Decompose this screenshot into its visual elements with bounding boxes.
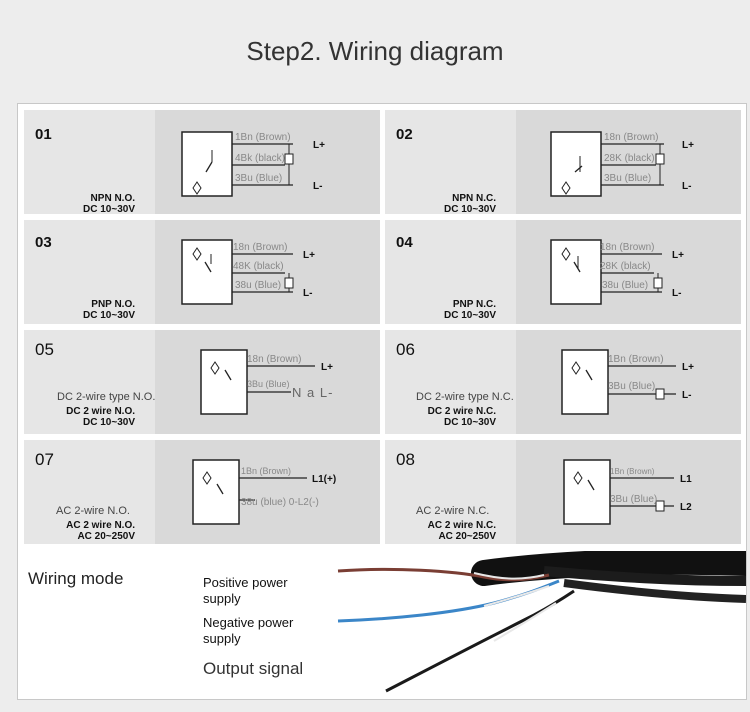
cell-number: 07 <box>35 450 54 469</box>
terminal-label-1: L+ <box>672 250 684 261</box>
diagram-svg: 18n (Brown) 3Bu (Blue) L+ N a L- <box>200 349 333 415</box>
legend-positive: Positive power supply <box>203 575 288 606</box>
blue-wire-strip <box>483 585 550 607</box>
wire-label-3: 38u (Blue) <box>235 280 281 291</box>
cell-type-label: PNP N.O.DC 10~30V <box>83 299 135 321</box>
cell-number: 02 <box>396 126 413 143</box>
terminal-label-2: L- <box>682 390 691 401</box>
page-title: Step2. Wiring diagram <box>246 36 504 66</box>
wire-label-1: 18n (Brown) <box>600 242 654 253</box>
wire-label-3: 3Bu (Blue) <box>604 173 651 184</box>
wire-label-2: 48K (black) <box>233 261 284 272</box>
wire-label-2: 3Bu (Blue) <box>247 379 290 389</box>
terminal-label-2: L- <box>682 181 691 192</box>
terminal-label-2: L- <box>303 288 312 299</box>
cell-08: 08 AC 2-wire N.C. AC 2 wire N.C.AC 20~25… <box>385 440 741 544</box>
cell-type-label: PNP N.C.DC 10~30V <box>444 299 496 321</box>
wire-label-1: 1Bn (Brown) <box>235 132 291 143</box>
legend-output: Output signal <box>203 659 304 678</box>
legend-negative: Negative power supply <box>203 615 294 646</box>
black-wire-strip <box>493 602 557 642</box>
cell-number: 03 <box>35 234 52 251</box>
cell-type-label: NPN N.O.DC 10~30V <box>83 193 135 215</box>
diagram-svg: 1Bn (Brown) 4Bk (black) 3Bu (Blue) L+ L- <box>181 131 325 197</box>
cell-subtitle: AC 2-wire N.O. <box>56 505 130 517</box>
terminal-label-1: L+ <box>682 362 694 373</box>
blue-wire <box>337 579 560 623</box>
cell-06: 06 DC 2-wire type N.C. DC 2 wire N.C.DC … <box>385 330 741 434</box>
wiring-mode-section: Wiring mode Positive power supply Negati… <box>18 547 746 699</box>
terminal-label-1: L+ <box>313 140 325 151</box>
diagram-svg: 18n (Brown) 48K (black) 38u (Blue) L+ L- <box>181 239 315 305</box>
extra-label: N a L- <box>292 385 333 400</box>
diagram-svg: 1Bn (Brown) 3Bu (Blue) L+ L- <box>561 349 694 415</box>
diagram-svg: 1Bn (Brown) 38u (blue) 0-L2(-) L1(+) <box>192 459 336 525</box>
wiring-mode-title: Wiring mode <box>28 569 124 588</box>
cell-number: 04 <box>396 234 413 251</box>
cell-type-label: DC 2 wire N.O.DC 10~30V <box>66 406 135 428</box>
cell-number: 01 <box>35 126 52 143</box>
diagram-svg: 18n (Brown) 28K (black) 38u (Blue) L+ L- <box>550 239 684 305</box>
diagram-frame: 01 NPN N.O.DC 10~30V 1Bn (Brown) 4Bk (bl… <box>17 103 747 700</box>
cell-04: 04 PNP N.C.DC 10~30V 18n (Brown) 28K (bl… <box>385 220 741 324</box>
diagram-svg: 1Bn (Brown) 3Bu (Blue) L1 L2 <box>563 459 692 525</box>
diagram-svg: 18n (Brown) 28K (black) 3Bu (Blue) L+ L- <box>550 131 694 197</box>
cell-type-label: NPN N.C.DC 10~30V <box>444 193 496 215</box>
cell-01: 01 NPN N.O.DC 10~30V 1Bn (Brown) 4Bk (bl… <box>24 110 380 215</box>
brown-wire-strip <box>473 572 545 580</box>
cell-number: 06 <box>396 340 415 359</box>
terminal-label-1: L+ <box>682 140 694 151</box>
wire-label-3: 3Bu (Blue) <box>235 173 282 184</box>
cable-sheath-2 <box>543 566 746 586</box>
cell-type-label: DC 2 wire N.C.DC 10~30V <box>427 406 496 428</box>
cell-number: 08 <box>396 450 415 469</box>
cell-03: 03 PNP N.O.DC 10~30V 18n (Brown) 48K (bl… <box>24 220 380 324</box>
cable-illustration <box>337 551 746 693</box>
terminal-label-1: L+ <box>321 362 333 373</box>
cable-sheath-3 <box>563 579 746 603</box>
wire-label-1: 18n (Brown) <box>233 242 287 253</box>
cell-number: 05 <box>35 340 54 359</box>
terminal-label-1: L1 <box>680 474 692 485</box>
wiring-diagram: 18n (Brown) 28K (black) 3Bu (Blue) L+ L- <box>516 110 741 214</box>
wiring-diagram: 1Bn (Brown) 38u (blue) 0-L2(-) L1(+) <box>155 440 380 544</box>
cell-subtitle: DC 2-wire type N.C. <box>416 391 514 403</box>
wire-label-1: 1Bn (Brown) <box>608 354 664 365</box>
wire-label-1: 1Bn (Brown) <box>610 467 655 476</box>
wire-label-2: 3Bu (Blue) <box>610 494 657 505</box>
terminal-label-1: L1(+) <box>312 474 336 485</box>
terminal-label-2: L2 <box>680 502 692 513</box>
terminal-label-2: L- <box>672 288 681 299</box>
cell-05: 05 DC 2-wire type N.O. DC 2 wire N.O.DC … <box>24 330 380 434</box>
wiring-diagram: 1Bn (Brown) 4Bk (black) 3Bu (Blue) L+ L- <box>155 110 380 214</box>
wiring-diagram: 1Bn (Brown) 3Bu (Blue) L1 L2 <box>516 440 741 544</box>
cell-type-label: AC 2 wire N.C.AC 20~250V <box>427 520 496 542</box>
wire-label-2: 38u (blue) 0-L2(-) <box>241 497 319 508</box>
cell-07: 07 AC 2-wire N.O. AC 2 wire N.O.AC 20~25… <box>24 440 380 544</box>
cell-subtitle: AC 2-wire N.C. <box>416 505 490 517</box>
wiring-diagram: 18n (Brown) 3Bu (Blue) L+ N a L- <box>155 330 380 434</box>
wire-label-1: 1Bn (Brown) <box>241 466 291 476</box>
wire-label-2: 4Bk (black) <box>235 153 285 164</box>
wire-label-2: 28K (black) <box>604 153 655 164</box>
wiring-diagram: 18n (Brown) 48K (black) 38u (Blue) L+ L- <box>155 220 380 324</box>
cable-sheath <box>471 551 746 586</box>
cell-type-label: AC 2 wire N.O.AC 20~250V <box>66 520 135 542</box>
wire-label-3: 38u (Blue) <box>602 280 648 291</box>
wire-label-1: 18n (Brown) <box>247 354 301 365</box>
terminal-label-1: L+ <box>303 250 315 261</box>
terminal-label-2: L- <box>313 181 322 192</box>
cell-02: 02 NPN N.C.DC 10~30V 18n (Brown) 28K (bl… <box>385 110 741 215</box>
black-wire <box>385 589 575 693</box>
wire-label-2: 3Bu (Blue) <box>608 381 655 392</box>
wire-label-2: 28K (black) <box>600 261 651 272</box>
wire-label-1: 18n (Brown) <box>604 132 658 143</box>
wiring-diagram: 1Bn (Brown) 3Bu (Blue) L+ L- <box>516 330 741 434</box>
wiring-diagram: 18n (Brown) 28K (black) 38u (Blue) L+ L- <box>516 220 741 324</box>
cell-subtitle: DC 2-wire type N.O. <box>57 391 156 403</box>
